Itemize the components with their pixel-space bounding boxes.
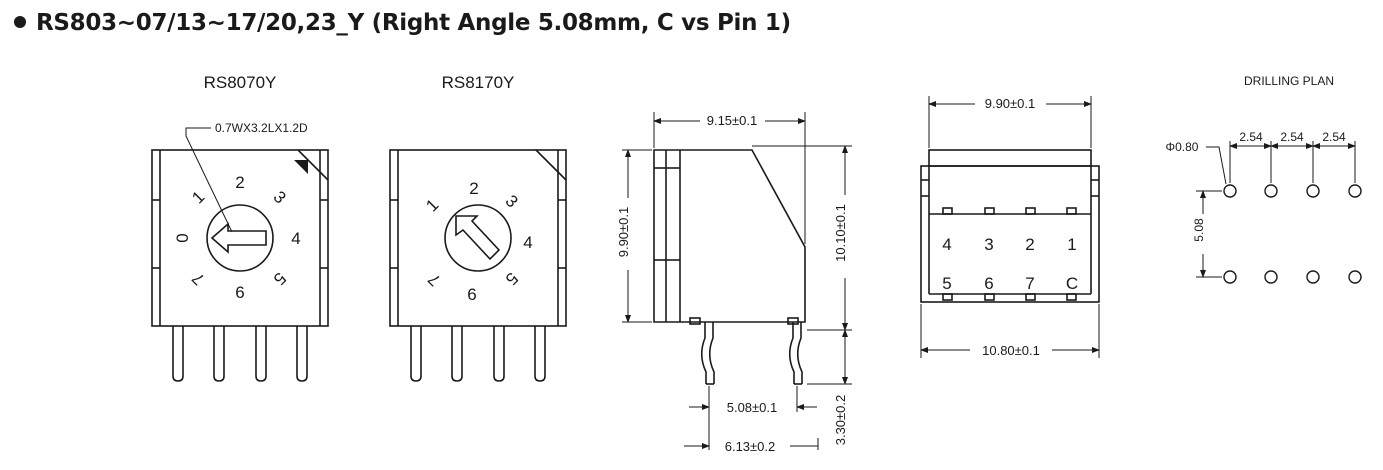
- dial-number: 6: [235, 283, 244, 302]
- drill-hole: [1223, 270, 1237, 284]
- drill-hole: [1348, 270, 1362, 284]
- slot-leader: [185, 127, 233, 233]
- drill-hole: [1306, 184, 1320, 198]
- slot-note: 0.7WX3.2LX1.2D: [215, 121, 308, 135]
- side-dim-right-height: 10.10±0.1: [833, 204, 848, 262]
- rs8170y-dial: [444, 204, 512, 272]
- drill-holes: [1223, 184, 1362, 284]
- bottom-body: [920, 149, 1100, 303]
- dial-number: 4: [523, 233, 532, 252]
- dial-number: 2: [469, 179, 478, 198]
- rs8070y-body: [151, 149, 329, 327]
- rs8070y-dial-numbers: 0 1 2 3 4 5 6 7: [173, 173, 301, 302]
- side-dimension-lines: [622, 112, 852, 450]
- side-dim-pin-pitch: 5.08±0.1: [727, 400, 778, 415]
- side-dim-pin-length: 3.30±0.2: [833, 395, 848, 446]
- view-drilling-plan: DRILLING PLAN Φ0.80 2.54 2.5: [1166, 74, 1362, 284]
- hole-diameter-label: Φ0.80: [1166, 140, 1199, 154]
- pin-label: 1: [1067, 235, 1076, 254]
- dial-number: 1: [422, 195, 442, 215]
- pin-label: C: [1066, 274, 1078, 293]
- page-title: RS803~07/13~17/20,23_Y (Right Angle 5.08…: [14, 10, 791, 36]
- view-side: 9.15±0.1 9.90±0.1 10.10±0.1 5.08±0.1 6.1…: [616, 112, 852, 454]
- dial-number: 3: [270, 187, 290, 207]
- rs8170y-pins: [410, 326, 546, 382]
- dial-number: 2: [235, 173, 244, 192]
- side-dim-width: 9.15±0.1: [707, 113, 758, 128]
- side-dim-pin-span: 6.13±0.2: [725, 439, 776, 454]
- drilling-dimension-lines: [1196, 141, 1356, 278]
- view-rs8070y: RS8070Y 0.7WX3.2LX1.2D 0 1 2 3 4 5 6 7: [151, 73, 329, 382]
- pitch-label: 2.54: [1322, 130, 1346, 144]
- pin-numbers-bottom: 5 6 7 C: [942, 274, 1078, 293]
- pin-numbers-top: 4 3 2 1: [942, 235, 1076, 254]
- drill-hole: [1223, 184, 1237, 198]
- pin-label: 5: [942, 274, 951, 293]
- pin-label: 3: [984, 235, 993, 254]
- dial-number: 6: [467, 285, 476, 304]
- drill-hole: [1348, 184, 1362, 198]
- rs8170y-label: RS8170Y: [442, 73, 515, 92]
- drill-hole: [1264, 270, 1278, 284]
- dial-number: 0: [173, 233, 192, 242]
- rs8170y-body: [389, 149, 567, 327]
- view-rs8170y: RS8170Y 1 2 3 4 5 6 7: [389, 73, 567, 382]
- pitch-label: 2.54: [1239, 130, 1263, 144]
- rs8070y-dial: [206, 204, 274, 272]
- dial-number: 7: [188, 269, 208, 289]
- dial-number: 4: [291, 229, 300, 248]
- dial-number: 7: [424, 270, 444, 290]
- rs8170y-dial-numbers: 1 2 3 4 5 6 7: [422, 179, 532, 304]
- pitch-label: 2.54: [1280, 130, 1304, 144]
- side-body: [653, 149, 806, 325]
- rs8070y-pins: [172, 326, 308, 382]
- dial-number: 5: [502, 269, 522, 289]
- drilling-plan-label: DRILLING PLAN: [1244, 74, 1334, 88]
- dial-number: 1: [188, 187, 208, 207]
- pin1-marker-icon: [294, 160, 308, 174]
- view-bottom: 4 3 2 1 5 6 7 C 9.90±0.1 10.80±0.1: [920, 96, 1100, 358]
- pin-label: 6: [984, 274, 993, 293]
- row-spacing-label: 5.08: [1192, 218, 1206, 242]
- title-text: RS803~07/13~17/20,23_Y (Right Angle 5.08…: [36, 10, 791, 36]
- bottom-dim-top-width: 9.90±0.1: [985, 96, 1036, 111]
- pin-label: 2: [1025, 235, 1034, 254]
- arrow-left-icon: [210, 222, 267, 254]
- pin-label: 7: [1025, 274, 1034, 293]
- bottom-dim-bottom-width: 10.80±0.1: [982, 343, 1040, 358]
- arrow-up-left-icon: [455, 215, 501, 261]
- drill-hole: [1264, 184, 1278, 198]
- dial-number: 3: [502, 191, 522, 211]
- bullet-icon: [14, 16, 26, 28]
- drill-hole: [1306, 270, 1320, 284]
- rs8070y-label: RS8070Y: [204, 73, 277, 92]
- side-pins: [700, 322, 803, 385]
- side-dim-left-height: 9.90±0.1: [616, 207, 631, 258]
- bottom-dimension-lines: [920, 96, 1100, 358]
- dial-number: 5: [270, 269, 290, 289]
- pin-label: 4: [942, 235, 951, 254]
